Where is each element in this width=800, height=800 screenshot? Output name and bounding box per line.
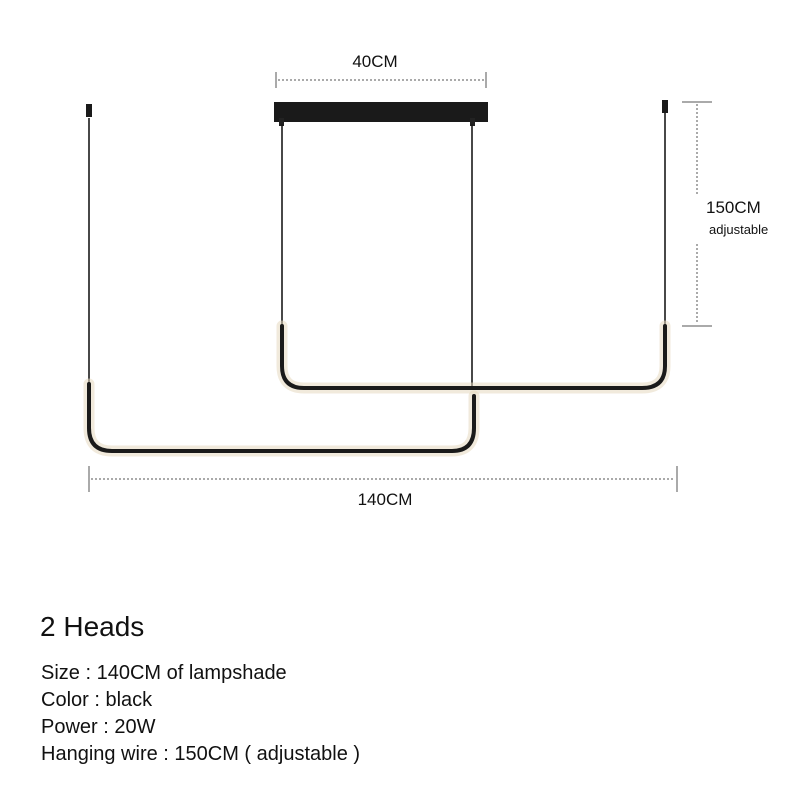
canopy-clip-left	[279, 118, 284, 126]
spec-title: 2 Heads	[40, 611, 145, 642]
top-width-label: 40CM	[352, 52, 398, 71]
height-note-label: adjustable	[709, 222, 769, 237]
spec-power: Power : 20W	[41, 716, 156, 738]
spec-size: Size : 140CM of lampshade	[41, 662, 287, 684]
ceiling-canopy	[274, 102, 488, 122]
lamp-head-right	[276, 320, 671, 394]
total-width-dimension	[88, 466, 678, 492]
spec-hanging-wire: Hanging wire : 150CM ( adjustable )	[41, 743, 361, 765]
canopy-clip-right	[470, 118, 475, 126]
wire-cap-left	[86, 104, 92, 117]
wire-cap-right	[662, 100, 668, 113]
lamp-dimension-diagram	[83, 72, 712, 492]
lamp-head-left	[83, 378, 480, 457]
height-dimension	[682, 101, 712, 327]
total-width-label: 140CM	[357, 490, 413, 509]
spec-list: Size : 140CM of lampshade Color : black …	[41, 660, 360, 768]
height-label: 150CM	[706, 198, 761, 217]
top-width-dimension	[275, 72, 487, 88]
spec-color: Color : black	[41, 689, 153, 711]
suspension-wires	[88, 112, 666, 388]
